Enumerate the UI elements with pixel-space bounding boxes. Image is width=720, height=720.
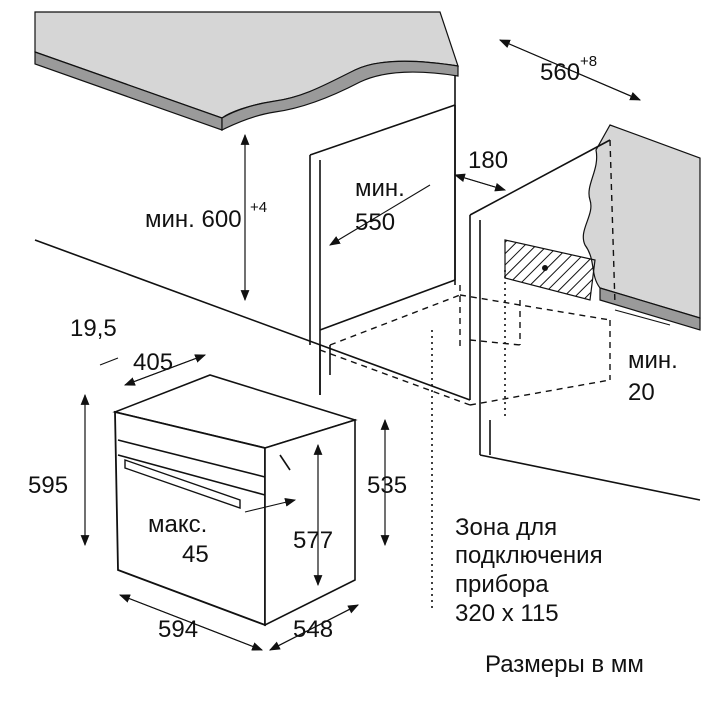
label-min-height: мин. 600 <box>145 206 242 233</box>
countertop-right <box>582 124 701 331</box>
oven <box>112 374 358 627</box>
zone-text-line-1: Зона для <box>455 514 557 541</box>
countertop-left <box>34 11 459 131</box>
units-note: Размеры в мм <box>485 651 644 678</box>
label-oven-height: 595 <box>28 472 68 499</box>
label-min-depth-prefix: мин. <box>355 175 405 202</box>
zone-text-line-3: прибора <box>455 571 549 598</box>
label-min-height-tolerance: +4 <box>250 199 267 216</box>
label-inner-depth: 405 <box>133 349 173 376</box>
label-oven-depth: 548 <box>293 616 333 643</box>
label-front-height: 535 <box>367 472 407 499</box>
label-oven-width: 594 <box>158 616 198 643</box>
label-panel-offset: 19,5 <box>70 315 117 342</box>
label-min-gap-prefix: мин. <box>628 347 678 374</box>
label-handle-depth: 45 <box>182 541 209 568</box>
label-min-depth: 550 <box>355 209 395 236</box>
label-niche-width-tolerance: +8 <box>580 53 597 70</box>
oven-dimension-lines <box>80 354 390 651</box>
zone-text-line-4: 320 x 115 <box>455 600 559 627</box>
label-gap-180: 180 <box>468 147 508 174</box>
label-min-gap: 20 <box>628 379 655 406</box>
connection-zone-hatch <box>504 239 596 301</box>
label-handle-prefix: макс. <box>148 511 207 538</box>
label-body-height: 577 <box>293 527 333 554</box>
label-niche-width: 560 <box>540 59 580 86</box>
oven-handle <box>124 459 241 509</box>
cabinet-niche <box>34 76 701 610</box>
zone-text-line-2: подключения <box>455 542 603 569</box>
niche-dimension-lines <box>240 39 671 326</box>
